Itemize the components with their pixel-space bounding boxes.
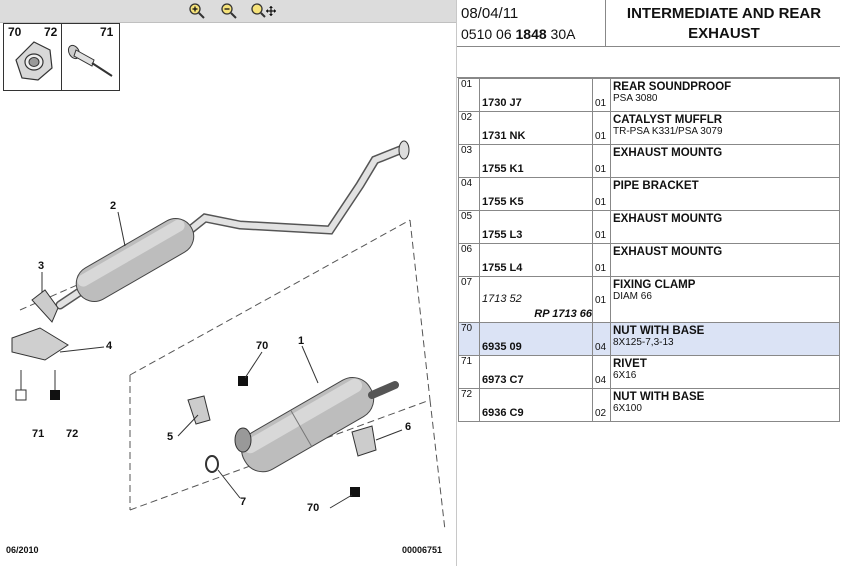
callout-1: 1 (298, 335, 305, 347)
header-divider (605, 0, 606, 46)
callout-70-lower: 70 (307, 502, 320, 514)
parts-panel: 08/04/11 0510 06 1848 30A INTERMEDIATE A… (457, 0, 843, 566)
thumb-label-72: 72 (44, 25, 58, 39)
fastener-thumbnails: 70 72 71 (3, 23, 120, 91)
row-index: 06 (458, 243, 480, 277)
ref-main: 1848 (515, 26, 547, 42)
part-qty: 04 (595, 342, 607, 353)
thumb-label-71: 71 (100, 25, 114, 39)
thumb-divider (61, 24, 62, 90)
ref-prefix: 0510 06 (461, 26, 516, 42)
part-qty: 01 (595, 197, 607, 208)
part-name: RIVET (613, 358, 647, 370)
callout-70-upper: 70 (256, 340, 269, 352)
footer-code: 00006751 (402, 545, 443, 555)
callout-6: 6 (405, 421, 412, 433)
header-date: 08/04/11 (461, 5, 519, 22)
part-qty: 02 (595, 408, 607, 419)
row-index: 01 (458, 78, 480, 112)
row-index: 03 (458, 144, 480, 178)
part-name: REAR SOUNDPROOF (613, 81, 732, 93)
zoom-move-icon[interactable] (250, 2, 278, 20)
part-detail: 6X100 (613, 403, 642, 414)
part-row-04[interactable]: 04 1755 K5 01 PIPE BRACKET (458, 177, 840, 211)
part-number[interactable]: 1755 K5 (482, 196, 524, 208)
rivet-icon (67, 44, 113, 77)
ref-suffix: 30A (546, 26, 576, 42)
row-index: 05 (458, 210, 480, 244)
part-qty: 01 (595, 230, 607, 241)
part-name: EXHAUST MOUNTG (613, 246, 723, 258)
part-number[interactable]: 1755 L3 (482, 229, 523, 241)
part-name: FIXING CLAMP (613, 279, 696, 291)
part-name: PIPE BRACKET (613, 180, 699, 192)
part-number[interactable]: 6936 C9 (482, 407, 524, 419)
part-qty: 04 (595, 375, 607, 386)
part-detail: PSA 3080 (613, 93, 658, 104)
callout-4: 4 (106, 340, 113, 352)
callout-5: 5 (167, 431, 174, 443)
row-index: 72 (458, 388, 480, 422)
part-row-05[interactable]: 05 1755 L3 01 EXHAUST MOUNTG (458, 210, 840, 244)
part-number-old[interactable]: 1713 52 (482, 293, 522, 305)
part-number[interactable]: 1730 J7 (482, 97, 522, 109)
row-index: 71 (458, 355, 480, 389)
part-qty: 01 (595, 263, 607, 274)
thumb-label-70: 70 (8, 25, 22, 39)
callout-72: 72 (66, 428, 79, 440)
zoom-in-icon[interactable] (188, 2, 206, 20)
part-detail: TR-PSA K331/PSA 3079 (613, 126, 723, 137)
part-qty: 01 (595, 98, 607, 109)
row-index: 02 (458, 111, 480, 145)
part-row-06[interactable]: 06 1755 L4 01 EXHAUST MOUNTG (458, 243, 840, 277)
part-number[interactable]: 1755 K1 (482, 163, 524, 175)
part-number-replacement[interactable]: RP 1713 66 (534, 308, 592, 320)
part-name: NUT WITH BASE (613, 325, 705, 337)
nut-icon (15, 41, 53, 81)
part-qty: 01 (595, 164, 607, 175)
part-detail: 6X16 (613, 370, 637, 381)
footer-date: 06/2010 (6, 545, 39, 555)
diagram-panel: 70 72 71 (0, 0, 457, 566)
part-name: CATALYST MUFFLR (613, 114, 723, 126)
zoom-out-icon[interactable] (220, 2, 238, 20)
page-title: INTERMEDIATE AND REAR EXHAUST (626, 5, 822, 42)
callout-2: 2 (110, 200, 117, 212)
part-name: EXHAUST MOUNTG (613, 147, 723, 159)
part-number[interactable]: 1755 L4 (482, 262, 523, 274)
part-qty: 01 (595, 295, 607, 306)
part-row-03[interactable]: 03 1755 K1 01 EXHAUST MOUNTG (458, 144, 840, 178)
header-rule (457, 46, 840, 47)
callout-7: 7 (240, 496, 247, 508)
part-name: EXHAUST MOUNTG (613, 213, 723, 225)
part-detail: 8X125-7,3-13 (613, 337, 674, 348)
row-index: 07 (458, 276, 480, 323)
part-detail: DIAM 66 (613, 291, 652, 302)
header-rule-2 (457, 77, 840, 78)
part-number[interactable]: 6935 09 (482, 341, 522, 353)
row-index: 70 (458, 322, 480, 356)
part-number[interactable]: 1731 NK (482, 130, 526, 142)
exhaust-diagram: 2 3 4 1 70 5 6 7 70 71 72 (0, 90, 456, 566)
header-reference: 0510 06 1848 30A (461, 26, 575, 42)
part-number[interactable]: 6973 C7 (482, 374, 524, 386)
exhaust-drawing (11, 140, 446, 531)
part-qty: 01 (595, 131, 607, 142)
callout-3: 3 (38, 260, 45, 272)
part-name: NUT WITH BASE (613, 391, 705, 403)
zoom-toolbar (0, 0, 456, 23)
row-index: 04 (458, 177, 480, 211)
callout-71: 71 (32, 428, 45, 440)
